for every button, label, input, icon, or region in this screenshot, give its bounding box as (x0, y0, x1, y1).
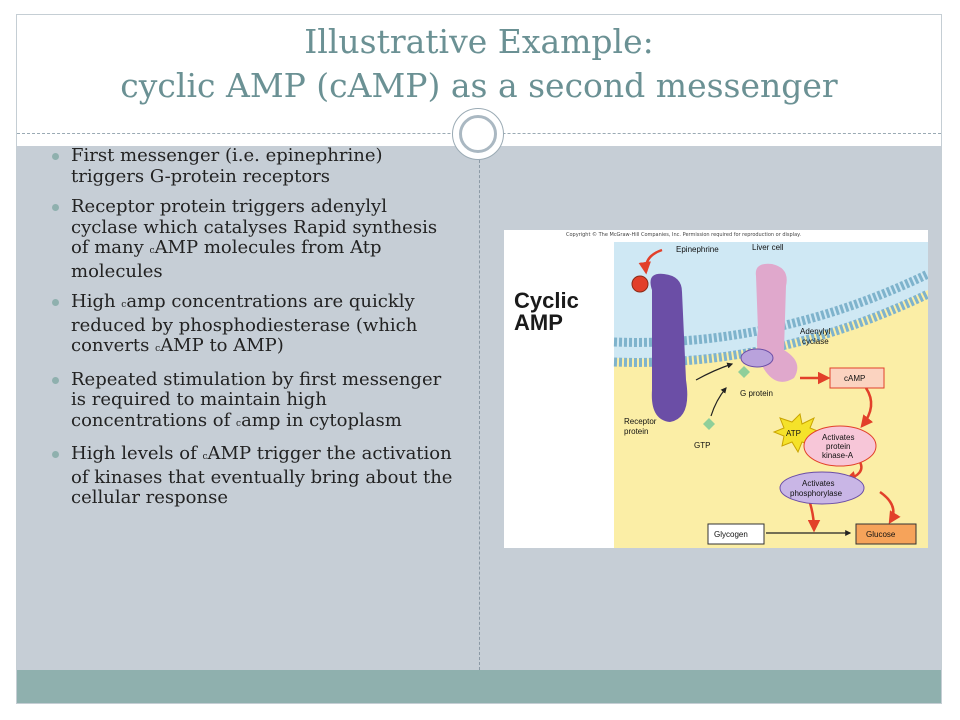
bullet-item: High levels of cAMP trigger the activati… (48, 443, 458, 509)
label-liver-cell: Liver cell (752, 243, 784, 252)
label-adenylyl: Adenylyl (800, 327, 830, 336)
camp-diagram: Copyright © The McGraw-Hill Companies, I… (504, 230, 928, 548)
label-cyclase: cyclase (802, 337, 829, 346)
figure-heading: Cyclic AMP (514, 288, 579, 335)
column-divider (479, 150, 480, 670)
label-phosphorylase: phosphorylase (790, 489, 843, 498)
camp-box (829, 367, 885, 389)
bullet-list: First messenger (i.e. epinephrine) trigg… (48, 145, 458, 519)
bullet-item: Receptor protein triggers adenylyl cycla… (48, 196, 458, 282)
glucose-box (855, 523, 917, 545)
receptor-protein (650, 273, 688, 422)
label-glycogen: Glycogen (714, 530, 748, 539)
pathway-diagram: Epinephrine Liver cell Adenylyl cyclase … (613, 242, 928, 548)
label-g-protein: G protein (740, 389, 773, 398)
bullet-item: Repeated stimulation by first messenger … (48, 369, 458, 435)
epinephrine-molecule (631, 275, 649, 293)
g-protein (740, 348, 774, 368)
bullet-item: First messenger (i.e. epinephrine) trigg… (48, 145, 458, 187)
bullet-item: High camp concentrations are quickly red… (48, 291, 458, 360)
ring-ornament-icon (452, 108, 504, 160)
label-gtp: GTP (694, 441, 710, 450)
slide-title: Illustrative Example: cyclic AMP (cAMP) … (17, 20, 941, 108)
slide-frame (16, 14, 942, 704)
label-receptor: Receptor (624, 417, 657, 426)
label-camp: cAMP (844, 374, 865, 383)
label-protein: protein (624, 427, 648, 436)
label-atp: ATP (786, 429, 801, 438)
label-activates-1: Activates (822, 433, 854, 442)
glycogen-box (707, 523, 765, 545)
label-epinephrine: Epinephrine (676, 245, 719, 254)
protein-kinase-oval (803, 425, 877, 467)
label-kinase-a: kinase-A (822, 451, 854, 460)
label-glucose: Glucose (866, 530, 896, 539)
phosphorylase-oval (779, 471, 865, 505)
label-activates-2: Activates (802, 479, 834, 488)
title-line-1: Illustrative Example: (304, 22, 654, 61)
label-protein-2: protein (826, 442, 850, 451)
footer-bar (17, 670, 941, 703)
figure-copyright: Copyright © The McGraw-Hill Companies, I… (566, 232, 801, 238)
title-line-2: cyclic AMP (cAMP) as a second messenger (120, 66, 838, 105)
